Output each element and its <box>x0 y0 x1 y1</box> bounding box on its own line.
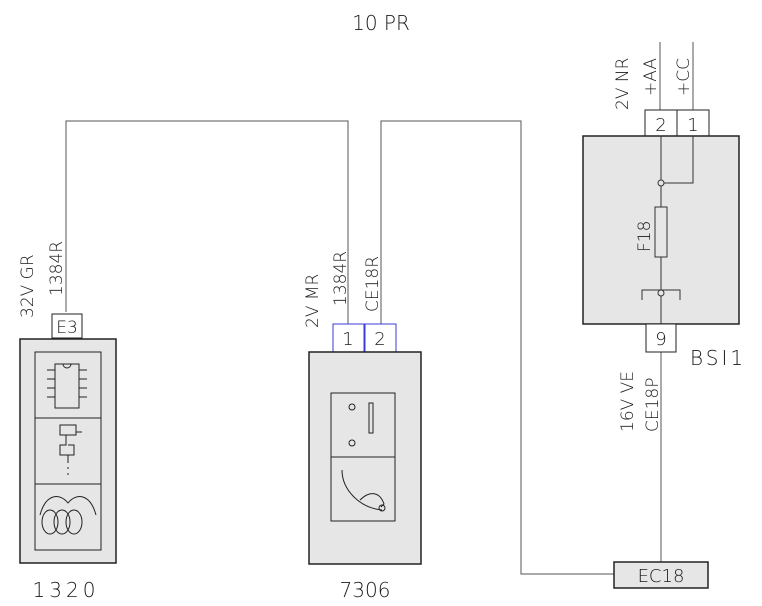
pin-1-label: 1 <box>342 329 353 350</box>
component-1320-label: 1320 <box>33 578 100 602</box>
diagram-title: 10 PR <box>352 11 410 35</box>
pin2-wire-label: CE18R <box>363 256 383 312</box>
fuse-circuit <box>641 136 694 324</box>
ec18-label: EC18 <box>638 566 685 587</box>
component-1320: 32V GR 1384R E3 <box>18 241 117 602</box>
ec18-box <box>613 561 709 589</box>
chip-icon <box>47 363 87 409</box>
wire-id-label: 1384R <box>47 241 67 296</box>
coil-cell <box>34 483 102 551</box>
connector-e3-label: E3 <box>56 318 78 338</box>
pin-2 <box>364 323 397 353</box>
pin-2-label: 2 <box>655 115 666 136</box>
connector-e3 <box>51 313 83 339</box>
wires <box>65 42 694 575</box>
gauge-cell <box>330 456 396 522</box>
pin1-wire-label: 1384R <box>331 251 351 306</box>
pin-2 <box>644 109 678 137</box>
ic-cell <box>34 351 102 419</box>
component-7306-label: 7306 <box>340 578 391 602</box>
bottom-color-label: 16V VE <box>618 371 638 432</box>
plus-cc-label: +CC <box>674 58 694 96</box>
component-bsi: 2V NR +AA +CC 2 1 F18 9 BSI1 16V VE CE18… <box>582 58 746 433</box>
wire-color-label: 32V GR <box>18 254 38 318</box>
fuse-label: F18 <box>635 221 655 252</box>
gauge-icon <box>341 469 386 512</box>
coil-icon <box>39 496 97 535</box>
switch-icon <box>348 402 374 447</box>
injector-icon <box>59 424 82 475</box>
pin1-color-label: 2V MR <box>303 274 323 328</box>
pin-1 <box>676 109 710 137</box>
bottom-wire-label: CE18P <box>643 378 663 433</box>
component-ec18: EC18 <box>613 561 709 589</box>
pin-9-label: 9 <box>655 329 666 350</box>
bsi-label: BSI1 <box>690 346 746 370</box>
pin-1 <box>332 323 365 353</box>
pin-1-label: 1 <box>687 115 698 136</box>
plus-aa-label: +AA <box>641 58 661 96</box>
top-connector-label: 2V NR <box>613 58 633 110</box>
component-7306: 2V MR 1384R CE18R 1 2 7306 <box>303 251 422 602</box>
pin-9 <box>645 323 677 353</box>
wire-1384R <box>65 120 349 325</box>
switch-cell <box>330 392 396 458</box>
pin-2-label: 2 <box>374 329 385 350</box>
wire-CE18 <box>380 120 614 575</box>
